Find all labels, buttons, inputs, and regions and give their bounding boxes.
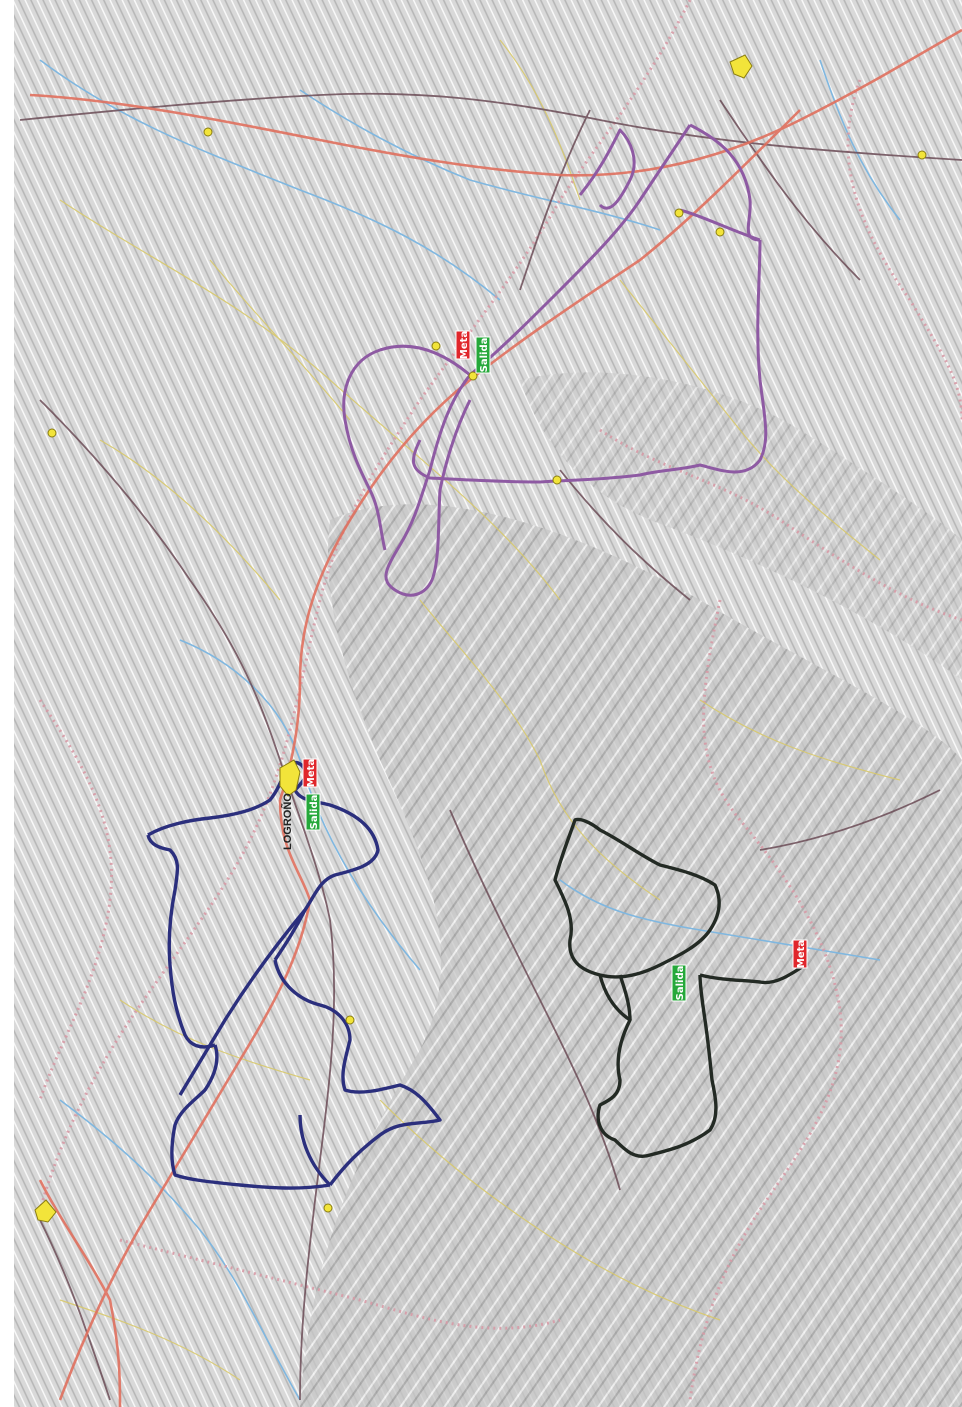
regional-borders — [38, 0, 962, 1401]
town-marker — [323, 1203, 333, 1213]
town-marker — [431, 341, 441, 351]
town-marker — [47, 428, 57, 438]
minor-roads — [59, 39, 901, 1381]
purple-route — [342, 123, 768, 597]
rivers — [39, 59, 901, 1401]
city-southwest-area — [34, 1199, 57, 1223]
label-meta-blue: Meta — [302, 758, 318, 788]
town-marker — [917, 150, 927, 160]
label-salida-text: Salida — [675, 966, 686, 1001]
label-meta-text: Meta — [306, 759, 317, 787]
city-logrono-area — [279, 759, 301, 797]
town-marker — [203, 127, 213, 137]
label-salida-blue: Salida — [305, 793, 321, 831]
city-northeast-area — [729, 54, 753, 79]
town-marker — [345, 1015, 355, 1025]
major-roads — [29, 28, 962, 1407]
label-salida-dark: Salida — [671, 964, 687, 1002]
city-label-logrono: LOGROÑO — [281, 793, 294, 850]
towns — [34, 54, 927, 1223]
mountain-relief-north — [520, 372, 962, 680]
label-meta-dark: Meta — [792, 939, 808, 969]
town-marker — [552, 475, 562, 485]
town-marker — [674, 208, 684, 218]
label-salida-text: Salida — [479, 338, 490, 373]
town-marker — [715, 227, 725, 237]
label-salida-purple: Salida — [475, 336, 491, 374]
label-meta-text: Meta — [459, 331, 470, 359]
label-meta-purple: Meta — [455, 330, 471, 360]
town-marker — [468, 371, 478, 381]
mountain-relief — [300, 504, 962, 1407]
label-salida-text: Salida — [309, 795, 320, 830]
dark-route — [553, 817, 806, 1158]
label-meta-text: Meta — [796, 940, 807, 968]
